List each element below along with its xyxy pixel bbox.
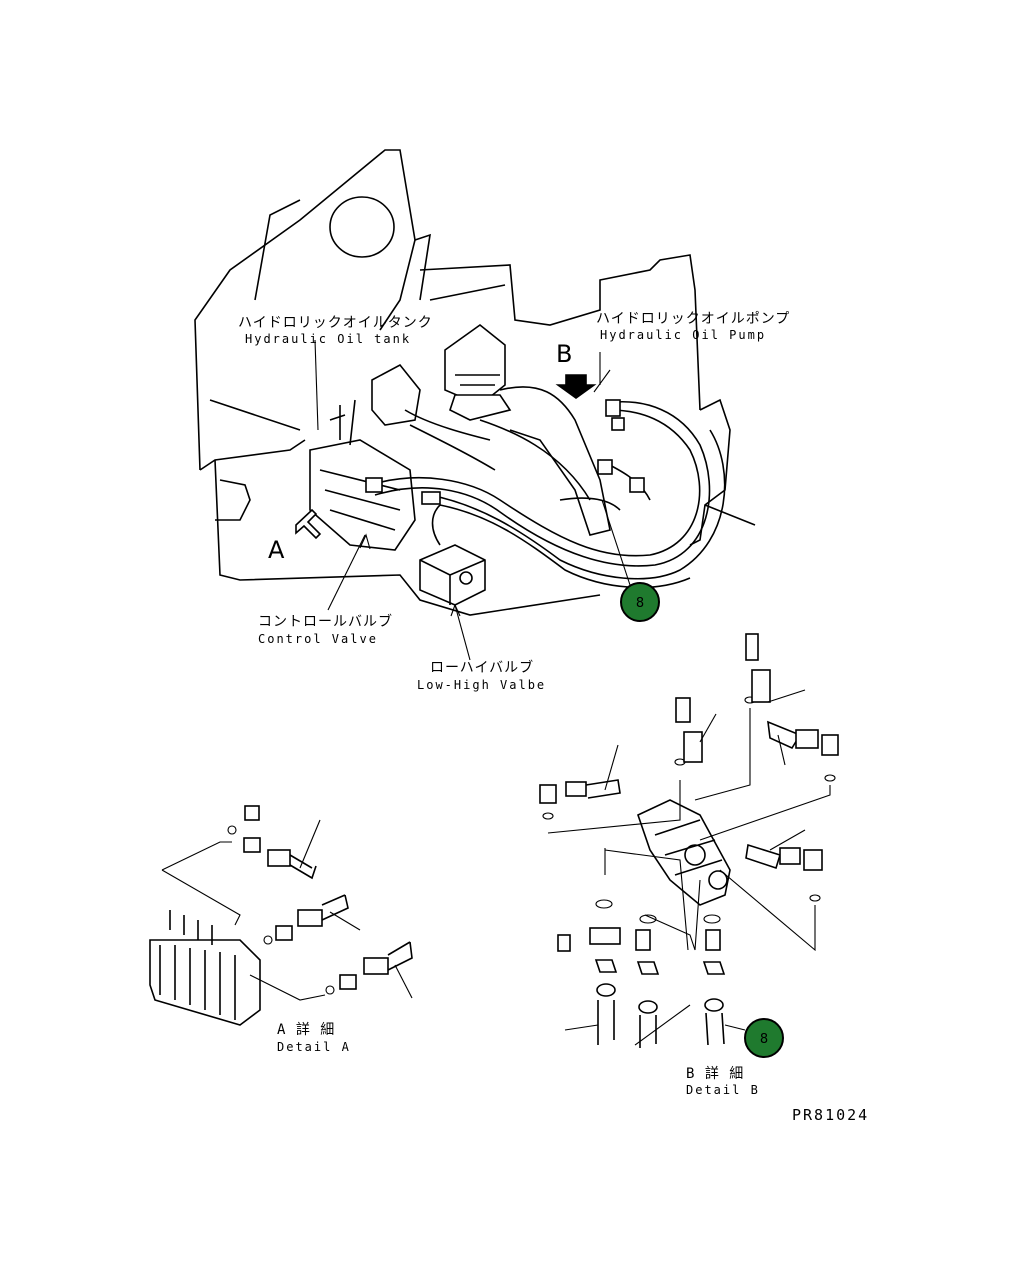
detail-a-label-jp: A 詳 細 — [277, 1022, 335, 1038]
callout-badge — [744, 1018, 784, 1058]
callout-number: 8 — [636, 596, 644, 611]
view-a-label: A — [268, 536, 285, 564]
control-valve-label-jp: コントロールバルブ — [258, 613, 393, 630]
lowhigh-valve-label-en: Low-High Valbe — [417, 678, 546, 692]
callout-badge — [620, 582, 660, 622]
control-valve-label-en: Control Valve — [258, 632, 378, 646]
pump-label-jp: ハイドロリックオイルポンプ — [596, 311, 790, 327]
detail-b-label-jp: B 詳 細 — [686, 1066, 744, 1082]
detail-a-drawing — [149, 805, 413, 1026]
pump-label-en: Hydraulic Oil Pump — [600, 328, 766, 342]
leader-lines-main — [314, 339, 631, 661]
detail-a-label-en: Detail A — [277, 1040, 351, 1054]
lowhigh-valve-label-jp: ローハイバルブ — [430, 659, 534, 676]
tank-label-en: Hydraulic Oil tank — [245, 332, 411, 346]
view-b-label: B — [556, 340, 572, 368]
callout-number: 8 — [760, 1032, 768, 1047]
drawing-code: PR81024 — [792, 1106, 869, 1124]
part-callout-8-detail-b[interactable]: 8 — [744, 1018, 784, 1058]
part-callout-8[interactable]: 8 — [620, 582, 660, 622]
tank-label-jp: ハイドロリックオイルタンク — [238, 315, 433, 331]
detail-b-drawing — [539, 633, 839, 1048]
detail-b-label-en: Detail B — [686, 1083, 760, 1097]
